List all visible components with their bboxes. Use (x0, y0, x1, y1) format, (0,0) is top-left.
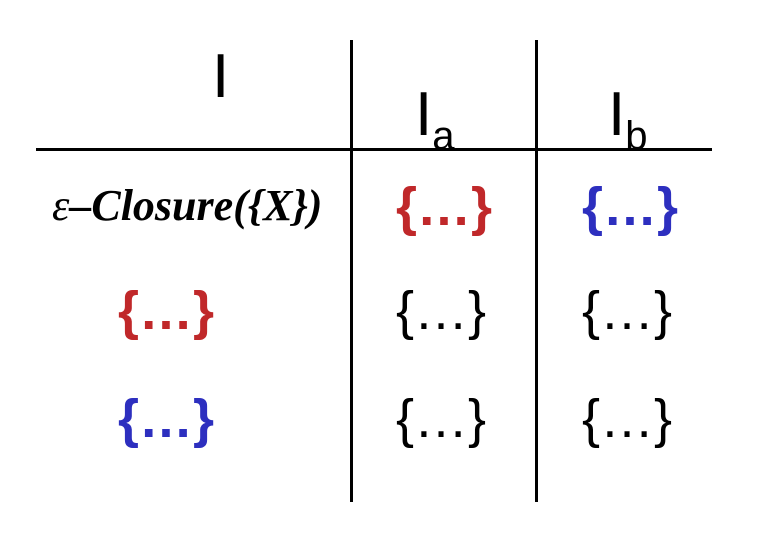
epsilon-closure-label: ε–Closure({X}) (52, 184, 322, 228)
header-i-label: I (212, 42, 230, 111)
column-divider-1 (350, 40, 353, 502)
row2-state-set: {…} (118, 281, 215, 341)
header-i-a: Ia (415, 84, 454, 157)
header-divider (36, 148, 712, 151)
row2-ia-set: {…} (396, 281, 487, 341)
closure-text: –Closure({X}) (69, 181, 323, 230)
row3-ia-set: {…} (396, 389, 487, 449)
header-i-b-subscript: b (625, 114, 648, 158)
epsilon-symbol: ε (52, 181, 70, 230)
header-i-a-base: I (415, 80, 433, 149)
row3-state-set: {…} (118, 389, 215, 449)
header-i-a-subscript: a (432, 114, 455, 158)
header-i: I (212, 46, 229, 108)
header-i-b: Ib (608, 84, 647, 157)
row2-ib-set: {…} (582, 281, 673, 341)
row1-ia-set: {…} (396, 177, 493, 237)
header-i-b-base: I (608, 80, 626, 149)
column-divider-2 (535, 40, 538, 502)
row3-ib-set: {…} (582, 389, 673, 449)
row1-ib-set: {…} (582, 177, 679, 237)
